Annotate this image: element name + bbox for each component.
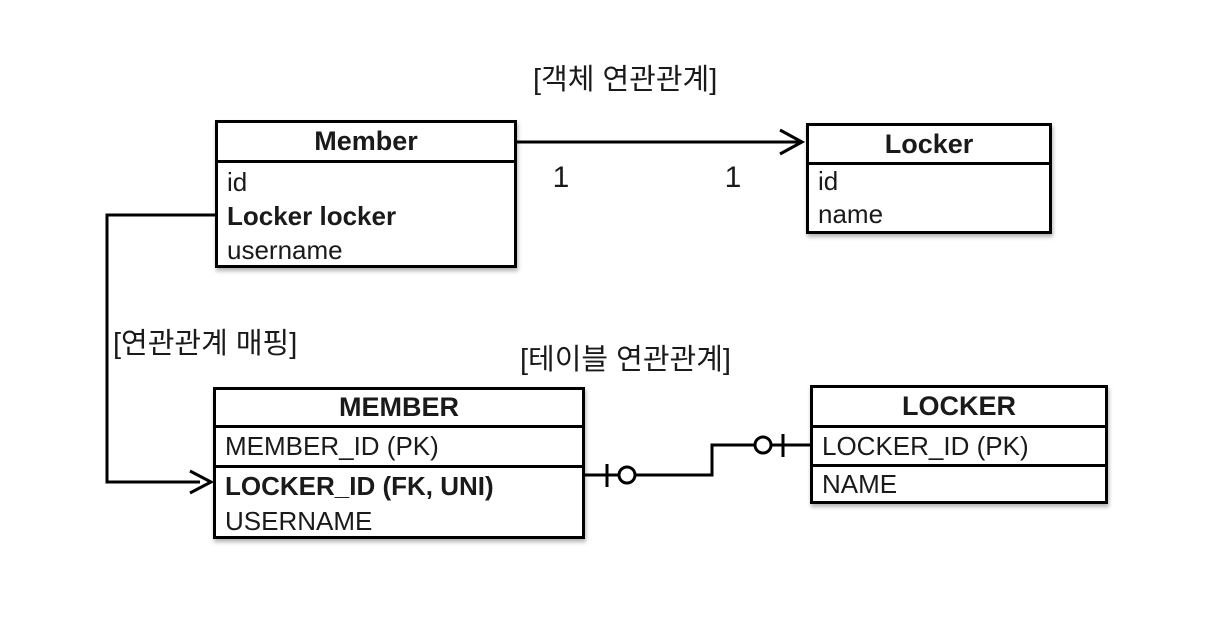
multiplicity-member-side: 1	[552, 161, 570, 194]
member-table-column-locker-id: LOCKER_ID (FK, UNI)	[225, 471, 494, 501]
member-class-box: Member id Locker locker username	[215, 120, 517, 268]
locker-field-name: name	[818, 199, 884, 229]
locker-table-box: LOCKER LOCKER_ID (PK) NAME	[810, 385, 1108, 504]
table-relation-connector	[585, 434, 810, 487]
member-table-columns: LOCKER_ID (FK, UNI) USERNAME	[216, 468, 582, 539]
member-field-username: username	[227, 235, 343, 265]
locker-class-fields: id name	[809, 165, 1049, 231]
locker-table-column-name: NAME	[822, 469, 898, 499]
member-class-title: Member	[218, 123, 514, 163]
member-table-column-username: USERNAME	[225, 506, 373, 536]
member-table-title: MEMBER	[216, 390, 582, 428]
arrowhead-icon	[189, 469, 215, 495]
mapping-connector-arrow	[105, 213, 215, 495]
locker-field-id: id	[818, 166, 839, 196]
arrowhead-icon	[779, 128, 806, 156]
object-association-arrow	[516, 128, 806, 156]
multiplicity-locker-side: 1	[724, 161, 742, 194]
member-field-id: id	[227, 167, 248, 197]
locker-table-pk-row: LOCKER_ID (PK)	[813, 428, 1105, 467]
object-relation-title: [객체 연관관계]	[533, 64, 718, 96]
table-relation-title: [테이블 연관관계]	[520, 344, 731, 376]
locker-table-columns: NAME	[813, 467, 1105, 501]
member-table-pk-row: MEMBER_ID (PK)	[216, 428, 582, 468]
zero-circle-locker-side-icon	[753, 435, 773, 455]
zero-circle-member-side-icon	[617, 465, 637, 485]
member-field-locker: Locker locker	[227, 201, 397, 231]
locker-class-title: Locker	[809, 126, 1049, 165]
locker-class-box: Locker id name	[806, 123, 1052, 234]
member-class-fields: id Locker locker username	[218, 163, 514, 267]
locker-table-title: LOCKER	[813, 388, 1105, 428]
mapping-label: [연관관계 매핑]	[113, 328, 298, 360]
member-table-box: MEMBER MEMBER_ID (PK) LOCKER_ID (FK, UNI…	[213, 387, 585, 539]
